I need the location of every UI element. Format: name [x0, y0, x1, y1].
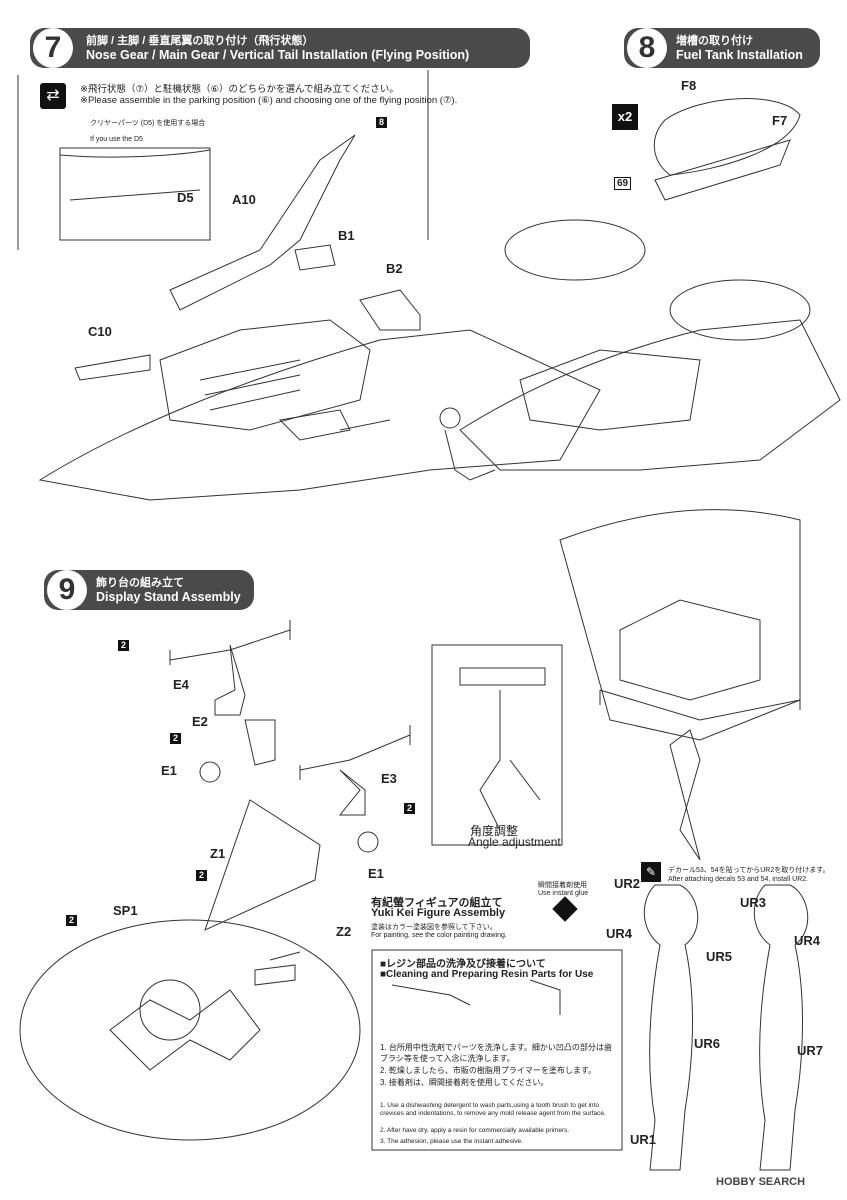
- aircraft-lower: [559, 509, 801, 741]
- multiplier-badge: x2: [612, 104, 638, 130]
- qty-badge-1: 2: [118, 640, 129, 651]
- decal-8-badge: 8: [376, 117, 387, 128]
- step7-header: 7 前脚 / 主脚 / 垂直尾翼の取り付け（飛行状態） Nose Gear / …: [30, 28, 530, 68]
- step7-title-jp: 前脚 / 主脚 / 垂直尾翼の取り付け（飛行状態）: [86, 35, 314, 47]
- figure-paint-en: For painting, see the color painting dra…: [371, 932, 507, 939]
- angle-adjust-jp: 角度調整: [470, 824, 519, 838]
- watermark: HOBBY SEARCH: [716, 1176, 806, 1188]
- part-f8-label: F8: [681, 78, 697, 93]
- part-e1-left: [199, 761, 221, 783]
- decal-note-en: After attaching decals 53 and 54, instal…: [668, 876, 809, 883]
- fuel-tank-2: [669, 279, 811, 341]
- qty-badge-4: 2: [196, 870, 207, 881]
- part-sp1-label: SP1: [113, 903, 138, 918]
- glue-note-en: Use instant glue: [538, 890, 589, 897]
- angle-inset: [431, 644, 563, 846]
- part-e4-label: E4: [173, 677, 189, 692]
- part-ur4-right-label: UR4: [794, 933, 821, 948]
- fuel-tank-f8: [653, 98, 801, 176]
- decal-brush-icon: ✎: [641, 862, 661, 882]
- part-ur7-label: UR7: [797, 1043, 824, 1058]
- step7-note-jp: ※飛行状態（⑦）と駐機状態（⑥）のどちらかを選んで組み立てください。: [80, 84, 399, 95]
- vertical-tail-a10: [169, 134, 356, 311]
- figure-paint-jp: 塗装はカラー塗装図を参照して下さい。: [371, 924, 497, 931]
- step8-number: 8: [627, 28, 667, 68]
- part-e1-right-label: E1: [368, 866, 384, 881]
- step7-note-en: ※Please assemble in the parking position…: [80, 95, 458, 106]
- resin-box: [371, 949, 623, 1151]
- part-ur1-label: UR1: [630, 1132, 657, 1147]
- decal-note-jp: デカール53、54を貼ってからUR2を取り付けます。: [668, 867, 830, 874]
- part-z1-label: Z1: [210, 846, 226, 861]
- resin-title-jp: ■レジン部品の洗浄及び接着について: [380, 959, 546, 970]
- figure-title-en: Yuki Kei Figure Assembly: [371, 907, 506, 919]
- part-ur5-label: UR5: [706, 949, 733, 964]
- step8-header: 8 増槽の取り付け Fuel Tank Installation: [624, 28, 820, 68]
- skull-decal: [109, 989, 261, 1071]
- part-z1: [204, 799, 321, 931]
- part-e3-label: E3: [381, 771, 397, 786]
- step8-title-jp: 増槽の取り付け: [676, 35, 753, 47]
- figure-title-jp: 有紀螢フィギュアの組立て: [371, 897, 503, 909]
- part-z2-label: Z2: [336, 924, 352, 939]
- step9-title-jp: 飾り台の組み立て: [96, 577, 184, 589]
- angle-adjust-en: Angle adjustment: [468, 835, 561, 849]
- glue-note-jp: 瞬間接着剤使用: [538, 882, 587, 889]
- selection-icon: ⇄: [40, 83, 66, 109]
- step8-title-en: Fuel Tank Installation: [676, 48, 803, 62]
- part-c10-label: C10: [88, 324, 112, 339]
- figure-front: [643, 884, 699, 1171]
- step9-title-en: Display Stand Assembly: [96, 590, 241, 604]
- part-b2-label: B2: [386, 261, 403, 276]
- part-e1-right: [357, 831, 379, 853]
- step9-number: 9: [47, 570, 87, 610]
- part-e1-left-label: E1: [161, 763, 177, 778]
- part-c10: [74, 354, 151, 381]
- pylon-f7: [654, 139, 791, 201]
- resin-en-1: 1. Use a dishwashing detergent to wash p…: [380, 1102, 606, 1117]
- step7-number: 7: [33, 28, 73, 68]
- resin-jp-2: 2. 乾燥しましたら、市販の樹脂用プライマーを塗布します。: [380, 1066, 597, 1075]
- part-ur4-left-label: UR4: [606, 926, 633, 941]
- step9-header: 9 飾り台の組み立て Display Stand Assembly: [44, 570, 254, 610]
- part-a10-label: A10: [232, 192, 256, 207]
- aircraft-right: [459, 319, 841, 471]
- qty-badge-2: 2: [170, 733, 181, 744]
- resin-jp-1: 1. 台所用中性洗剤でパーツを洗浄します。細かい凹凸の部分は歯ブラシ等を使って入…: [380, 1043, 612, 1063]
- part-ur2-label: UR2: [614, 876, 641, 891]
- part-d5-label: D5: [177, 190, 194, 205]
- aircraft-fuselage: [38, 329, 601, 501]
- base-sp1: [19, 919, 361, 1141]
- part-e2: [244, 719, 276, 766]
- part-f7-label: F7: [772, 113, 788, 128]
- part-ur6-label: UR6: [694, 1036, 721, 1051]
- part-69-badge: 69: [614, 177, 632, 190]
- qty-badge-5: 2: [66, 915, 77, 926]
- part-b2: [359, 289, 421, 331]
- resin-jp-3: 3. 接着剤は、瞬間接着剤を使用してください。: [380, 1078, 549, 1087]
- part-b1: [294, 244, 336, 271]
- clear-part-inset: [59, 147, 211, 241]
- resin-en-2: 2. After have dry, apply a resin for com…: [380, 1127, 570, 1134]
- figure-back: [753, 884, 809, 1171]
- resin-en-3: 3. The adhesion, please use the instant …: [380, 1138, 523, 1145]
- part-e2-label: E2: [192, 714, 208, 729]
- part-b1-label: B1: [338, 228, 355, 243]
- part-ur3-label: UR3: [740, 895, 767, 910]
- engine-nacelle: [159, 319, 371, 431]
- qty-badge-3: 2: [404, 803, 415, 814]
- clear-parts-note-en: If you use the D5: [90, 136, 143, 143]
- resin-title-en: ■Cleaning and Preparing Resin Parts for …: [380, 969, 594, 980]
- clear-parts-note-jp: クリヤーパーツ (D5) を使用する場合: [90, 120, 206, 127]
- part-e4: [214, 644, 246, 716]
- part-e3: [338, 769, 366, 816]
- step7-title-en: Nose Gear / Main Gear / Vertical Tail In…: [86, 48, 470, 62]
- fuel-tank-1: [504, 219, 646, 281]
